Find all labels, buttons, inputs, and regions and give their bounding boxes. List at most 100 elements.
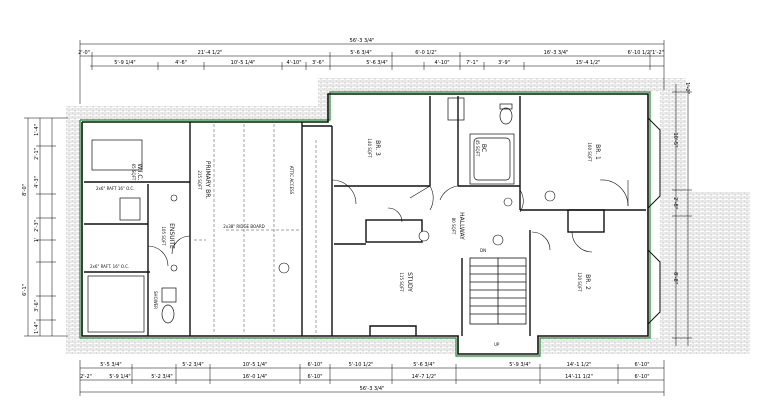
ceiling-fixture-icon xyxy=(278,262,290,274)
top-total-dimension: 56'-3 3/4" xyxy=(350,38,375,44)
bottom-dimension-lines xyxy=(79,360,665,396)
bottom-dim-r1-7: 14'-11 1/2" xyxy=(565,374,593,380)
room-wic-area: 65 SQFT xyxy=(131,164,136,181)
left-dim-3: 8'-0" xyxy=(22,184,28,196)
bottom-dim-r2-6: 5'-6 3/4" xyxy=(413,362,434,368)
staircase xyxy=(469,257,527,325)
top-dim-r2-9: 3'-9" xyxy=(498,60,510,66)
bottom-dim-r2-1: 5'-5 3/4" xyxy=(100,362,121,368)
bay-windows xyxy=(647,117,661,325)
ceiling-fixture-icon xyxy=(544,190,556,202)
left-dim-4: 4'-3" xyxy=(34,176,40,188)
top-dim-r2-6: 5'-6 3/4" xyxy=(366,60,387,66)
plan-notes: 2x6" RAFT 16" O.C. 2x6" RAFT. 16" O.C. 2… xyxy=(90,166,500,347)
top-dim-r2-4: 4'-10" xyxy=(286,60,301,66)
ceiling-fixture-icon xyxy=(170,264,178,272)
bottom-dim-r2-5: 5'-10 1/2" xyxy=(349,362,374,368)
rafter-lines xyxy=(194,124,317,334)
left-dim-9: 1'-4" xyxy=(34,322,40,334)
top-dim-7: 1'-2" xyxy=(652,50,664,56)
note-ensuite-raft: 2x6" RAFT. 16" O.C. xyxy=(90,264,129,269)
bottom-dim-r2-3: 10'-5 1/4" xyxy=(243,362,268,368)
top-dim-2: 21'-4 1/2" xyxy=(198,50,223,56)
top-dim-r2-7: 4'-10" xyxy=(434,60,449,66)
room-br3-name: BR. 3 xyxy=(374,140,381,156)
bath-fixtures xyxy=(87,97,515,333)
left-dim-5: 1' xyxy=(34,238,40,243)
note-ridge-board: 2x38" RIDGE BOARD xyxy=(223,224,264,229)
right-dim-3: 2'-8" xyxy=(672,197,678,209)
left-dimension-lines xyxy=(24,117,68,337)
left-dimension-labels: 1'-4" 2'-1" 8'-0" 4'-3" 1' 2'-3" 6'-1" 3… xyxy=(22,124,40,334)
top-dim-5: 16'-3 3/4" xyxy=(544,50,569,56)
note-shower: SHOWER xyxy=(153,291,158,309)
ceiling-fixture-icon xyxy=(418,230,430,242)
bottom-dim-r1-6: 14'-7 1/2" xyxy=(412,374,437,380)
room-hallway-name: HALLWAY xyxy=(458,212,465,240)
room-br2-area: 120 SQFT xyxy=(577,272,582,292)
door-swings xyxy=(147,179,629,267)
bottom-dimension-labels: 5'-5 3/4" 5'-2 3/4" 10'-5 1/4" 6'-10" 5'… xyxy=(80,362,649,392)
bottom-dim-r1-8: 6'-10" xyxy=(634,374,649,380)
room-ensuite-area: 105 SQFT xyxy=(161,226,166,246)
ensuite-toilet-icon xyxy=(161,304,175,324)
note-attic-access: ATTIC ACCESS xyxy=(289,166,294,195)
left-dim-2: 2'-1" xyxy=(34,148,40,160)
top-dim-r2-1: 5'-9 1/4" xyxy=(114,60,135,66)
room-br3-area: 140 SQFT xyxy=(367,138,372,158)
note-up: UP xyxy=(494,342,500,347)
room-hallway-area: 80 SQFT xyxy=(451,218,456,235)
top-dim-6: 6'-10 1/2" xyxy=(628,50,653,56)
top-dim-r2-3: 10'-5 1/4" xyxy=(231,60,256,66)
bottom-dim-r2-8: 14'-1 1/2" xyxy=(567,362,592,368)
exterior-walls xyxy=(79,91,651,357)
bottom-dim-r2-9: 6'-10" xyxy=(634,362,649,368)
bottom-dim-r1-1: 2'-2" xyxy=(80,374,92,380)
ceiling-fixture-icon xyxy=(503,197,513,207)
toilet-icon xyxy=(499,107,513,125)
left-dim-1: 1'-4" xyxy=(34,124,40,136)
right-dim-2: 10'-5" xyxy=(672,132,678,147)
right-dim-4: 8'-8" xyxy=(672,272,678,284)
room-wic-name: W.I.C. xyxy=(136,164,143,181)
sink-icon xyxy=(119,197,141,221)
top-dim-r2-10: 15'-4 1/2" xyxy=(576,60,601,66)
note-dn: DN xyxy=(480,248,486,253)
top-dim-1: 2'-0" xyxy=(78,50,90,56)
room-primary-br-name: PRIMARY BR. xyxy=(204,161,211,199)
room-br1-name: BR. 1 xyxy=(594,144,601,160)
top-dim-r2-8: 7'-1" xyxy=(466,60,478,66)
interior-walls xyxy=(84,96,646,336)
room-study-name: STUDY xyxy=(406,272,413,292)
top-dim-4: 6'-0 1/2" xyxy=(415,50,436,56)
ceiling-fixture-icon xyxy=(170,194,178,202)
top-dim-r2-2: 4'-6" xyxy=(175,60,187,66)
ceiling-fixture-icon xyxy=(492,234,504,246)
bathtub-icon xyxy=(469,133,515,185)
right-dimension-labels: 1'-2" 10'-5" 2'-8" 8'-8" xyxy=(672,82,690,284)
room-bc-name: BC xyxy=(480,144,487,152)
room-bc-area: 45 SQFT xyxy=(475,140,480,157)
note-wic-raft: 2x6" RAFT 16" O.C. xyxy=(96,186,134,191)
bottom-total-dimension: 56'-3 3/4" xyxy=(360,386,385,392)
room-br1-area: 160 SQFT xyxy=(587,142,592,162)
bottom-dim-r1-4: 16'-0 1/4" xyxy=(243,374,268,380)
top-dimension-lines xyxy=(79,40,665,104)
top-dim-3: 5'-6 3/4" xyxy=(350,50,371,56)
right-dim-1: 1'-2" xyxy=(684,82,690,94)
room-labels: W.I.C. 65 SQFT PRIMARY BR. 215 SQFT ENSU… xyxy=(131,138,601,292)
room-study-area: 115 SQFT xyxy=(399,272,404,292)
room-primary-br-area: 215 SQFT xyxy=(197,170,202,190)
left-dim-7: 6'-1" xyxy=(22,284,28,296)
right-dimension-lines xyxy=(672,84,692,346)
vanity-icon xyxy=(447,97,465,121)
left-dim-8: 3'-6" xyxy=(34,300,40,312)
bottom-dim-r1-5: 6'-10" xyxy=(307,374,322,380)
bottom-dim-r1-3: 5'-2 3/4" xyxy=(151,374,172,380)
top-dimension-labels: 56'-3 3/4" 2'-0" 21'-4 1/2" 5'-6 3/4" 6'… xyxy=(78,38,664,66)
left-dim-6: 2'-3" xyxy=(34,220,40,232)
electrical-symbols xyxy=(170,190,556,274)
room-ensuite-name: ENSUITE xyxy=(168,223,175,249)
bottom-dim-r2-7: 5'-9 3/4" xyxy=(509,362,530,368)
